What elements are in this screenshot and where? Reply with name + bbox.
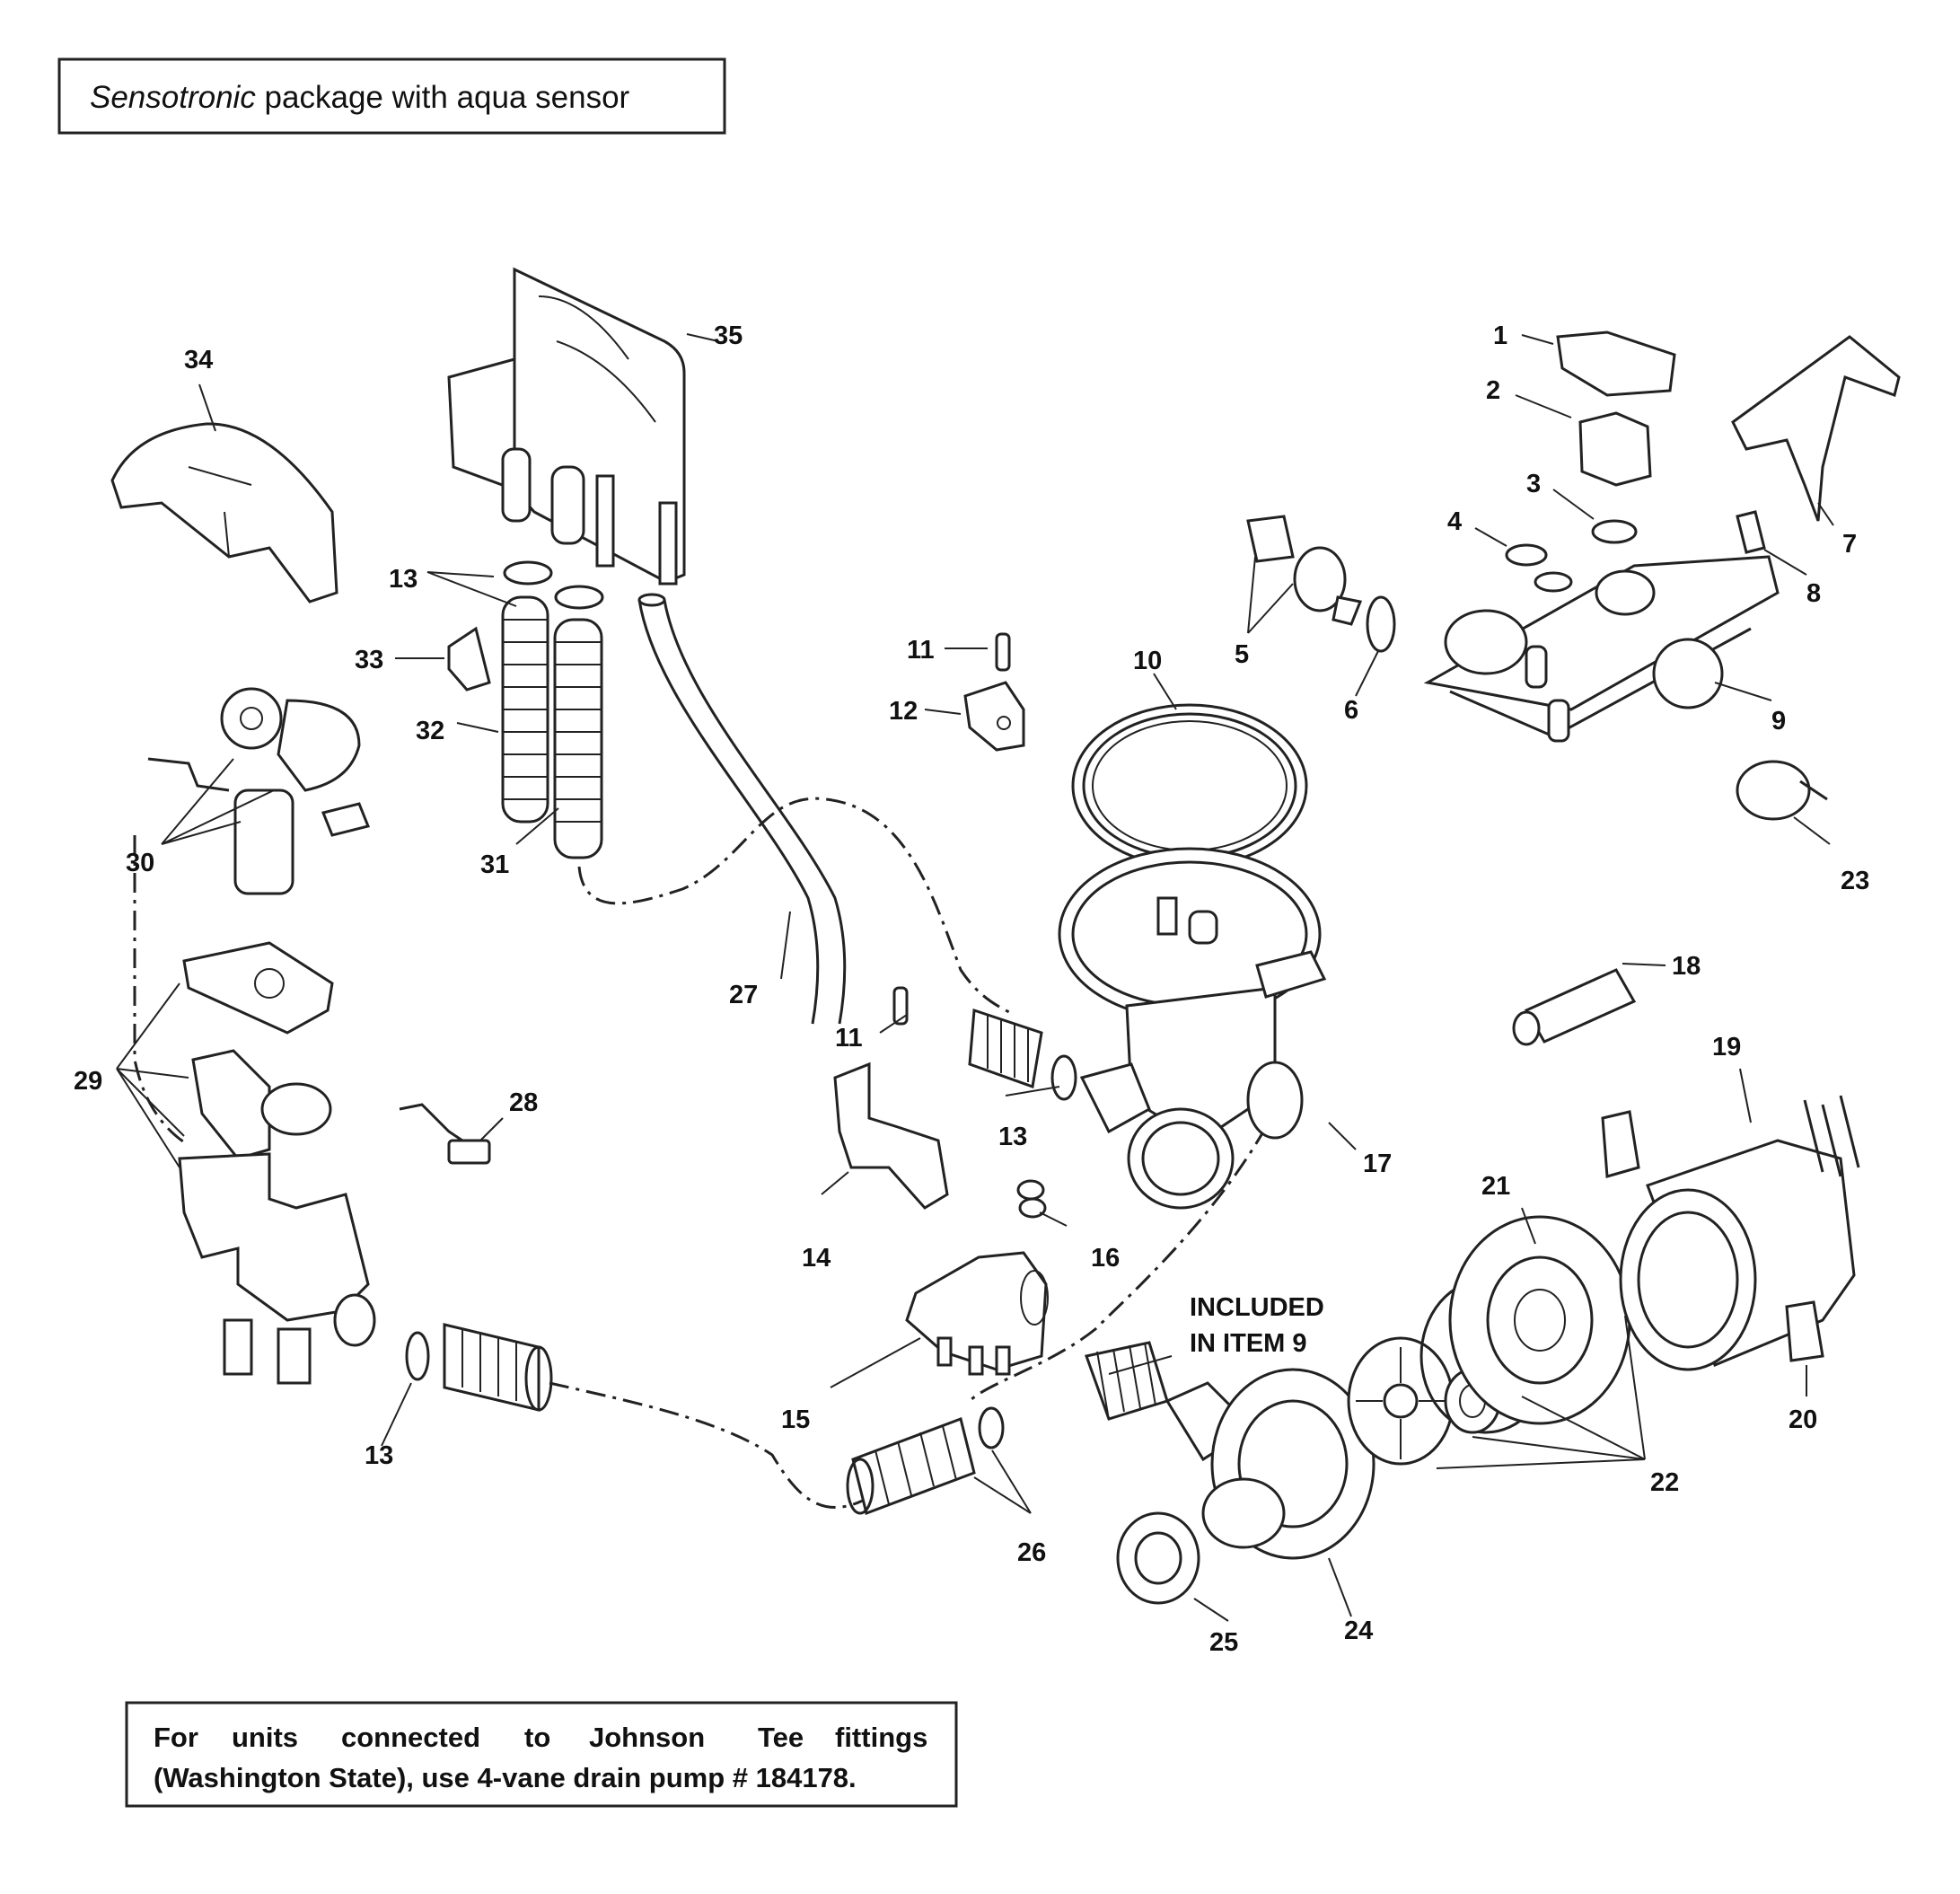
- note-line-1: For units connected to Johnson Tee fitti…: [154, 1722, 927, 1753]
- part-20-bracket: [1601, 1110, 1824, 1362]
- callout-27: 27: [729, 981, 758, 1009]
- part-bellows-left: [443, 1323, 553, 1412]
- callout-12: 12: [889, 697, 918, 726]
- callout-35: 35: [714, 322, 743, 350]
- callout-24: 24: [1344, 1617, 1373, 1645]
- callout-25: 25: [1209, 1628, 1238, 1657]
- callout-5: 5: [1235, 640, 1249, 669]
- part-17-sump: [1058, 847, 1327, 1210]
- part-12-bracket: [963, 681, 1025, 752]
- callout-1: 1: [1493, 322, 1507, 350]
- leader-lines: [116, 333, 1834, 1622]
- part-11-screw-upper: [995, 632, 1011, 672]
- part-34-top-cover: [110, 422, 338, 603]
- part-13-o-ring-left: [405, 1331, 430, 1381]
- callout-11-lower: 11: [835, 1024, 863, 1053]
- part-11-screw-lower: [892, 986, 909, 1026]
- included-note-line-2: IN ITEM 9: [1190, 1329, 1307, 1358]
- part-21-heater-plate: [1448, 1215, 1631, 1425]
- note-line-2: (Washington State), use 4-vane drain pum…: [154, 1762, 857, 1793]
- part-14-bracket: [833, 1062, 949, 1210]
- callout-11-upper: 11: [907, 636, 935, 665]
- part-33-clip: [447, 626, 491, 692]
- part-13-o-rings-top: [503, 560, 604, 610]
- callout-17: 17: [1363, 1150, 1392, 1178]
- callout-22: 22: [1650, 1468, 1679, 1497]
- part-5-valve-sensor: [1246, 515, 1363, 626]
- part-18-heater-element: [1512, 968, 1637, 1046]
- callout-29: 29: [74, 1067, 102, 1096]
- part-35-sensor-cover: [447, 267, 686, 586]
- callout-labels: 1 2 3 4 5 6 7 8 9 10 11 12 11 13 33 32 3…: [74, 322, 1869, 1657]
- callout-19: 19: [1712, 1033, 1741, 1062]
- note-box: For units connected to Johnson Tee fitti…: [125, 1701, 958, 1808]
- part-32-coil: [501, 595, 549, 824]
- title-label: Sensotronic package with aqua sensor: [90, 80, 630, 115]
- callout-4: 4: [1447, 507, 1462, 536]
- part-19-motor: [1619, 1095, 1860, 1371]
- callout-3: 3: [1526, 470, 1541, 498]
- callout-8: 8: [1806, 579, 1821, 608]
- part-7-cover: [1731, 335, 1901, 522]
- part-29-valve-assembly: [178, 941, 376, 1385]
- part-27-hose: [637, 593, 847, 1025]
- callout-30: 30: [126, 849, 154, 877]
- callout-33: 33: [355, 646, 383, 674]
- callout-32: 32: [416, 717, 444, 745]
- included-note-line-1: INCLUDED: [1190, 1293, 1324, 1322]
- part-31-coil: [553, 618, 603, 859]
- callout-7: 7: [1842, 530, 1857, 559]
- hose-routes: [133, 797, 1268, 1509]
- callout-28: 28: [509, 1088, 538, 1117]
- part-1-cap: [1556, 330, 1676, 397]
- part-13-spring-center: [968, 1008, 1043, 1089]
- title-box: Sensotronic package with aqua sensor: [57, 57, 726, 135]
- part-24-pump-housing: [1165, 1368, 1376, 1560]
- part-9-manifold: [1423, 555, 1780, 743]
- callout-15: 15: [781, 1405, 810, 1434]
- callout-34: 34: [184, 346, 213, 374]
- callout-31: 31: [480, 850, 509, 879]
- callout-6: 6: [1344, 696, 1358, 725]
- callout-14: 14: [802, 1244, 831, 1273]
- part-23-hose-clamp: [1736, 760, 1828, 821]
- callout-10: 10: [1133, 647, 1162, 675]
- callout-13-left: 13: [365, 1441, 393, 1470]
- callout-20: 20: [1789, 1405, 1817, 1434]
- part-8-clip: [1736, 510, 1766, 554]
- callout-23: 23: [1841, 867, 1869, 895]
- spring-included-item-9: [1085, 1341, 1169, 1421]
- callout-13-top: 13: [389, 565, 417, 594]
- callout-9: 9: [1771, 707, 1786, 736]
- callout-21: 21: [1481, 1172, 1510, 1201]
- callout-26: 26: [1017, 1538, 1046, 1567]
- part-25-seal: [1116, 1511, 1200, 1605]
- part-30-sensor-assembly: [147, 687, 371, 895]
- part-28-clip-wire: [399, 1103, 491, 1165]
- callout-18: 18: [1672, 952, 1701, 981]
- callout-2: 2: [1486, 376, 1500, 405]
- callout-16: 16: [1091, 1244, 1120, 1273]
- part-26-o-ring: [978, 1406, 1005, 1449]
- part-6-o-ring: [1366, 595, 1396, 653]
- part-3-o-ring: [1591, 519, 1638, 544]
- part-2-sensor-block: [1578, 411, 1652, 487]
- part-13-o-ring-center: [1050, 1054, 1077, 1101]
- part-22-impeller: [1347, 1336, 1455, 1466]
- part-10-gasket-ring: [1071, 703, 1308, 868]
- callout-13-center: 13: [998, 1123, 1027, 1151]
- part-4-o-ring: [1505, 543, 1573, 593]
- part-26-bellows: [846, 1417, 976, 1515]
- part-15-drain-pump: [905, 1251, 1049, 1376]
- part-16-clip: [1016, 1179, 1047, 1219]
